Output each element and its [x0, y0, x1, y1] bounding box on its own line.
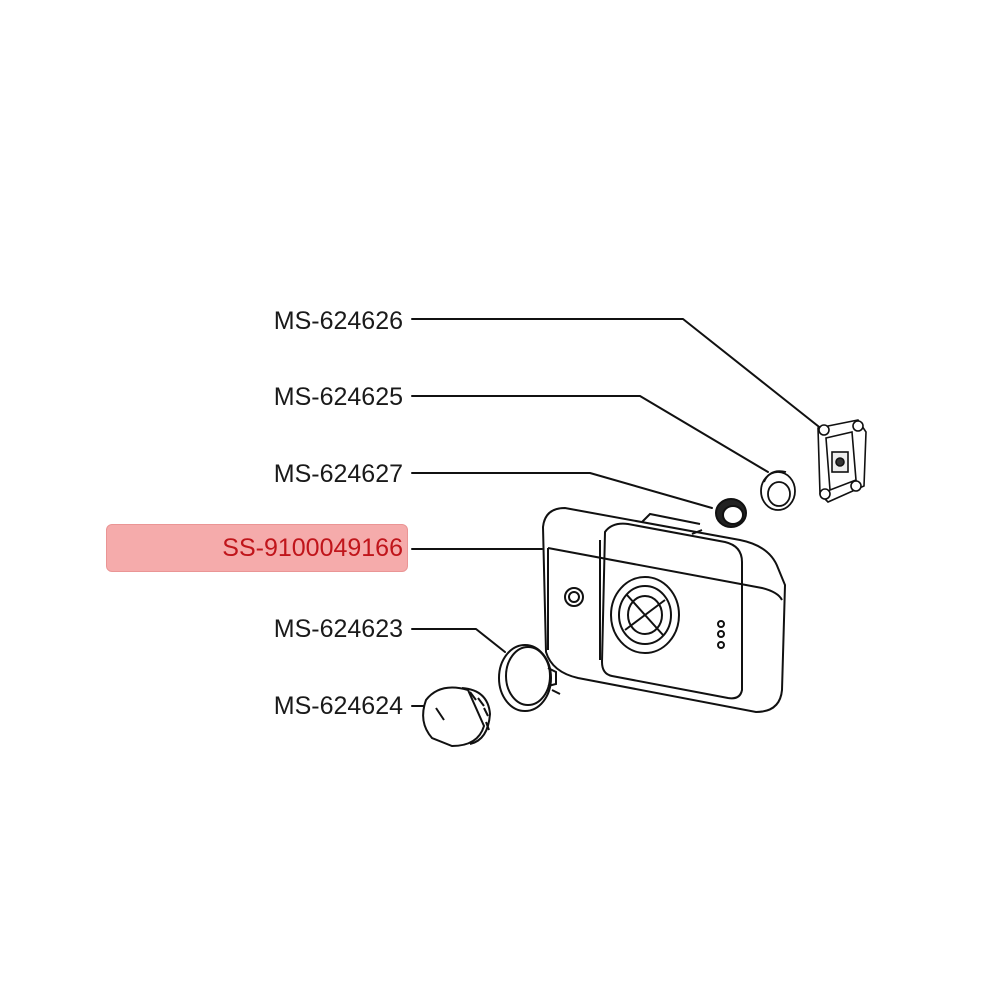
part-label-ms-624627[interactable]: MS-624627	[273, 460, 403, 488]
housing-part	[541, 506, 787, 714]
leader-line-ms-624627	[411, 472, 713, 509]
ring-part	[715, 498, 747, 528]
knob-part	[422, 686, 492, 748]
leader-line-ms-624625	[411, 395, 769, 473]
part-label-ms-624626[interactable]: MS-624626	[273, 307, 403, 335]
round-button-part	[760, 470, 796, 511]
bracket-part	[817, 419, 867, 503]
leader-line-ms-624626	[411, 318, 824, 431]
part-label-ms-624625[interactable]: MS-624625	[273, 383, 403, 411]
leader-line-ms-624623	[411, 628, 506, 653]
part-label-ss-9100049166[interactable]: SS-9100049166	[222, 534, 403, 562]
highlight-box	[106, 524, 408, 572]
dial-ring-part	[498, 644, 561, 712]
part-label-ms-624623[interactable]: MS-624623	[273, 615, 403, 643]
part-label-ms-624624[interactable]: MS-624624	[273, 692, 403, 720]
